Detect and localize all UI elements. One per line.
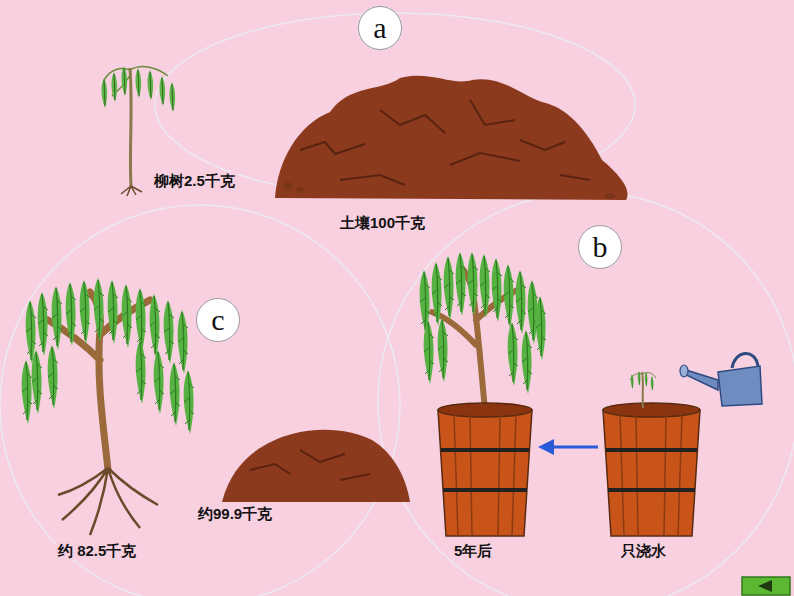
step-letter-circle: a — [358, 6, 402, 50]
step-letter: a — [373, 13, 386, 43]
condition-label: 只浇水 — [619, 542, 668, 560]
weight-label: 约99.9千克 — [196, 505, 274, 523]
step-letter-circle: c — [196, 298, 240, 342]
time-label: 5年后 — [452, 542, 494, 560]
step-letter: b — [593, 232, 608, 262]
weight-label: 土壤100千克 — [338, 214, 427, 232]
weight-label: 约 82.5千克 — [56, 542, 138, 560]
step-letter: c — [211, 305, 224, 335]
weight-label: 柳树2.5千克 — [152, 172, 237, 190]
step-letter-circle: b — [578, 225, 622, 269]
